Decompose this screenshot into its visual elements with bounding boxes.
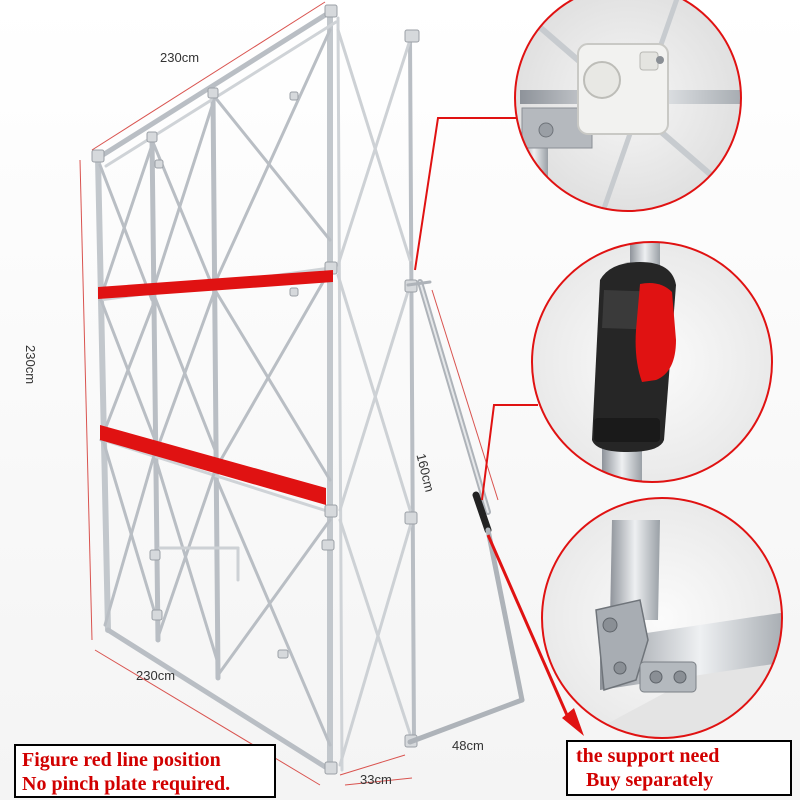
support-note-line2: Buy separately [586,769,714,791]
support-pole [406,279,525,745]
frame-joints [91,4,420,775]
support-note: the support need Buy separately [566,740,792,796]
arrow-head-icon [562,708,584,736]
callout-lines [414,117,572,723]
support-lock-detail [531,241,773,483]
hinge-joint-detail [541,497,783,739]
support-note-line1: the support need [576,745,720,767]
depth-label: 48cm [452,738,484,753]
frame-depth-label: 33cm [360,772,392,787]
red-line-markers [98,270,333,505]
bottom-width-label: 230cm [136,668,176,683]
top-width-label: 230cm [160,50,200,65]
red-line-note: Figure red line position No pinch plate … [14,744,276,798]
red-line-note-line1: Figure red line position [22,749,221,771]
height-label: 230cm [23,345,38,385]
red-line-note-line2: No pinch plate required. [22,773,231,795]
